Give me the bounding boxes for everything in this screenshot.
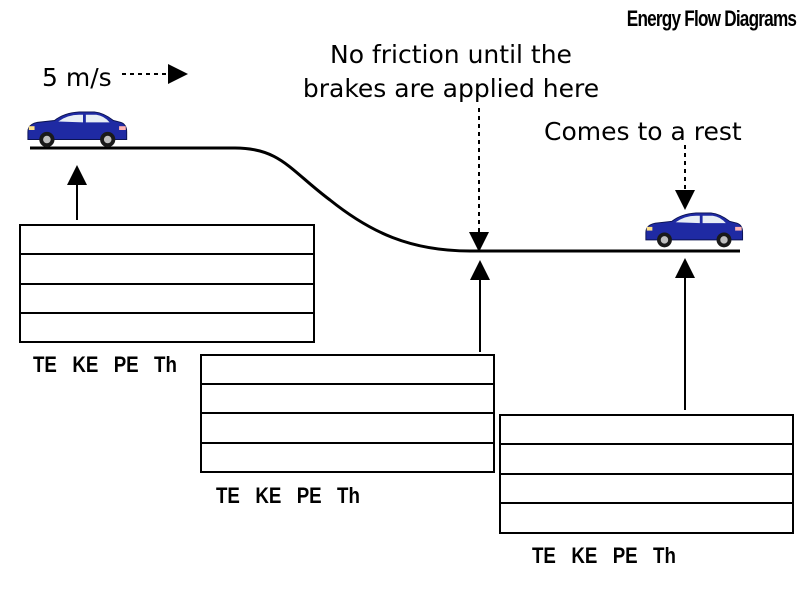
energy-table-1 xyxy=(19,224,315,343)
friction-note-line2: brakes are applied here xyxy=(302,74,600,103)
label-th: Th xyxy=(653,543,676,568)
label-te: TE xyxy=(216,483,240,508)
label-ke: KE xyxy=(72,352,99,377)
label-te: TE xyxy=(33,352,57,377)
speed-label: 5 m/s xyxy=(42,63,112,92)
label-th: Th xyxy=(337,483,360,508)
friction-note-line1: No friction until the xyxy=(330,40,572,69)
track-line xyxy=(30,146,740,253)
energy-labels-1: TE KE PE Th xyxy=(33,352,184,378)
label-ke: KE xyxy=(255,483,282,508)
car-end-icon xyxy=(645,212,744,248)
label-pe: PE xyxy=(296,483,322,508)
label-pe: PE xyxy=(612,543,638,568)
energy-table-3 xyxy=(499,414,794,534)
friction-note: No friction until the brakes are applied… xyxy=(296,38,606,106)
label-ke: KE xyxy=(571,543,598,568)
label-pe: PE xyxy=(113,352,139,377)
page-title: Energy Flow Diagrams xyxy=(626,6,797,31)
label-th: Th xyxy=(154,352,177,377)
label-te: TE xyxy=(532,543,556,568)
car-start-icon xyxy=(27,111,128,148)
energy-labels-3: TE KE PE Th xyxy=(532,543,683,569)
rest-note: Comes to a rest xyxy=(544,117,742,146)
energy-table-2 xyxy=(200,354,495,473)
energy-labels-2: TE KE PE Th xyxy=(216,483,367,509)
